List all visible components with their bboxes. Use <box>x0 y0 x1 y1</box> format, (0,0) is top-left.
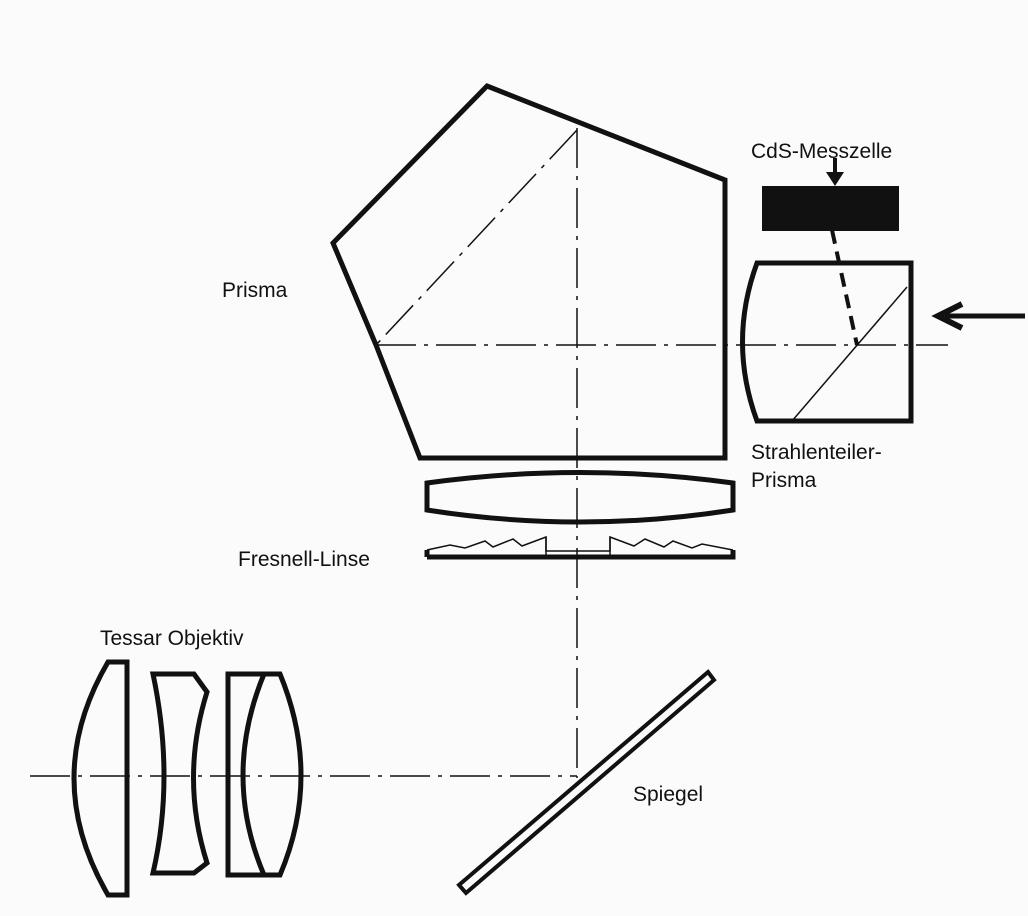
tessar-element-2 <box>149 671 210 876</box>
label-mirror: Spiegel <box>633 783 703 806</box>
label-fresnel: Fresnell-Linse <box>238 548 370 571</box>
beam-splitter-surface <box>791 286 908 422</box>
tessar-element-3 <box>225 671 304 878</box>
cds-cell <box>762 186 899 231</box>
pentaprism <box>330 83 728 461</box>
metering-light-path <box>830 229 859 346</box>
prism-reflection-line <box>375 129 578 346</box>
reflex-mirror <box>456 669 717 896</box>
label-tessar: Tessar Objektiv <box>100 627 244 650</box>
cds-pointer-arrow-icon <box>826 158 844 186</box>
incoming-light-arrow-icon <box>931 301 1025 331</box>
fresnel-lens <box>424 535 736 560</box>
label-beam-splitter-1: Strahlenteiler- <box>751 441 882 464</box>
beam-splitter-prism <box>740 260 914 424</box>
condenser-lens <box>424 470 736 525</box>
label-prism: Prisma <box>222 279 288 302</box>
label-beam-splitter-2: Prisma <box>751 469 817 492</box>
tessar-element-1 <box>71 659 130 898</box>
label-cds-cell: CdS-Messzelle <box>751 140 892 163</box>
